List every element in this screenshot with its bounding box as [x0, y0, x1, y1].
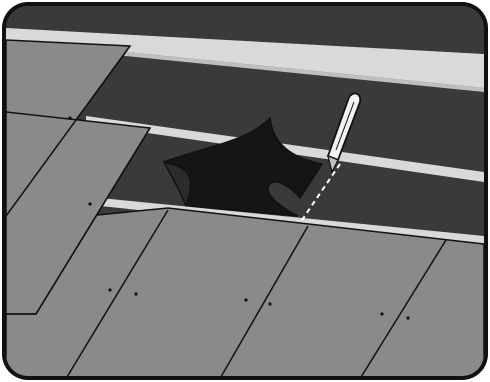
nail-dot [88, 202, 91, 205]
nail-dot [68, 116, 71, 119]
nail-dot [380, 312, 383, 315]
nail-dot [268, 302, 271, 305]
nail-dot [134, 292, 137, 295]
nail-dot [406, 316, 409, 319]
nail-dot [108, 288, 111, 291]
nail-dot [244, 298, 247, 301]
